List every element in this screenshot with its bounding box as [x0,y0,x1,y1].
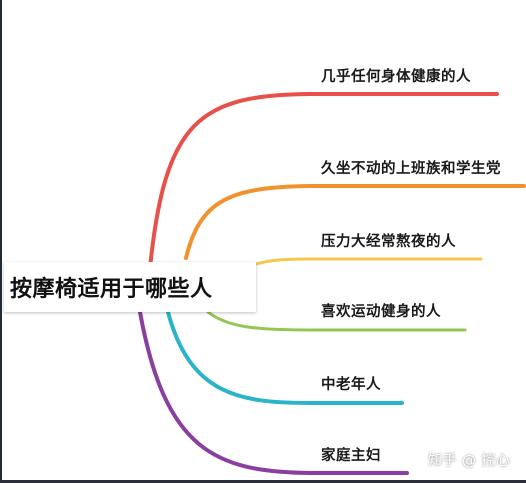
branch-connector-4 [166,310,404,405]
bottom-border [0,480,526,483]
branch-label-0: 几乎任何身体健康的人 [321,69,471,85]
branch-label-2: 压力大经常熬夜的人 [321,234,456,250]
branch-connector-2 [254,257,483,266]
left-border [0,0,2,483]
branch-label-5: 家庭主妇 [321,448,381,464]
branch-label-1: 久坐不动的上班族和学生党 [321,161,501,177]
branch-label-3: 喜欢运动健身的人 [321,304,441,320]
branch-connector-1 [184,184,526,260]
branch-connector-5 [138,310,409,475]
branch-connector-3 [206,310,467,332]
branch-connector-0 [148,92,499,270]
root-node: 按摩椅适用于哪些人 [4,262,256,312]
root-label: 按摩椅适用于哪些人 [10,277,213,302]
branch-label-4: 中老年人 [321,377,381,393]
watermark: 知乎 @ 控心 [428,453,511,469]
